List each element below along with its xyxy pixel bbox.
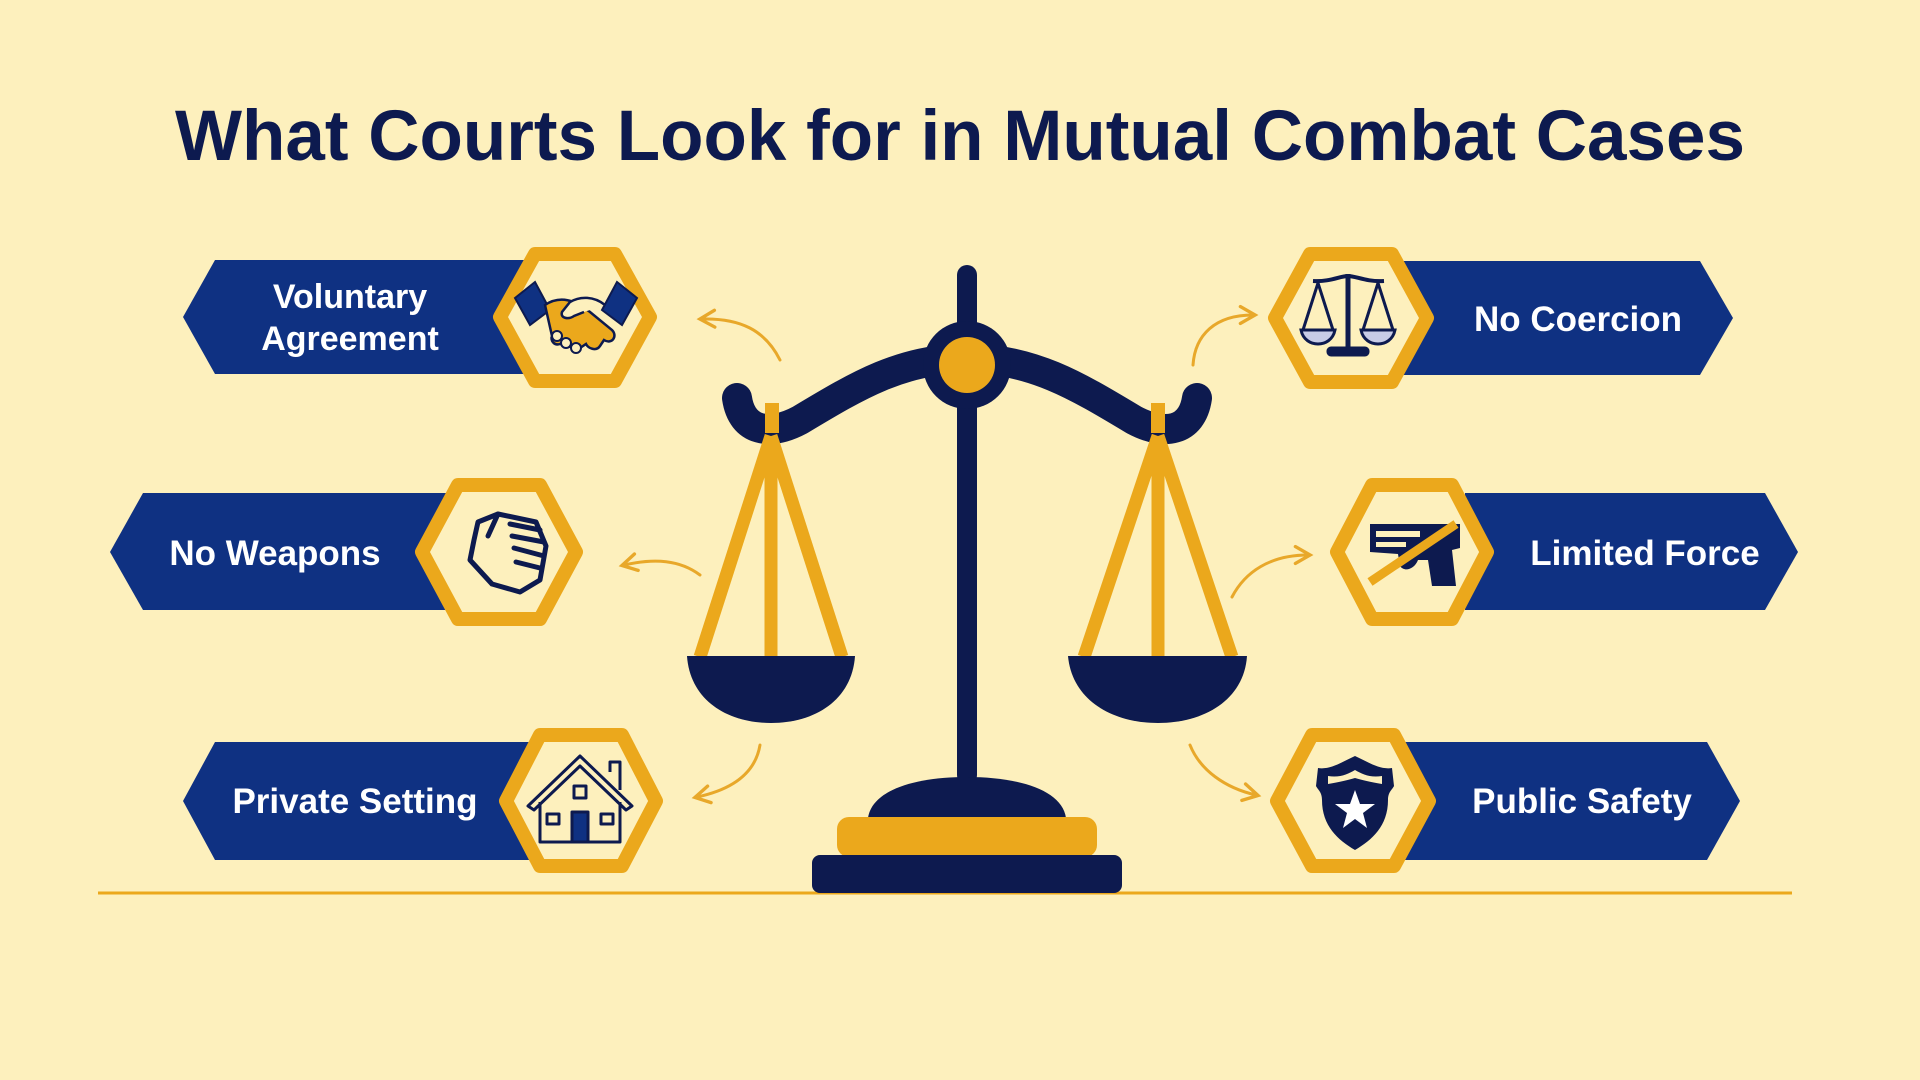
banner [183,742,545,860]
scale-base [812,777,1122,893]
scales-icon [1299,273,1397,357]
police-badge-icon [1316,756,1394,850]
crossed-out-gun-icon [1367,520,1460,586]
factor-private-setting: Private Setting [183,728,663,873]
banner [1400,261,1733,375]
hexagon-frame [1268,247,1434,389]
banner [1405,742,1740,860]
arrow-to-voluntary-agreement [696,308,782,362]
banner [1465,493,1798,610]
factor-label-line1: Voluntary [273,278,427,316]
factor-label: No Weapons [169,534,380,573]
left-pan [687,403,855,723]
arrow-to-private-setting [691,743,762,805]
factor-voluntary-agreement: Voluntary Agreement [183,247,657,388]
hexagon-frame [499,728,663,873]
factor-label: Limited Force [1530,534,1759,573]
factor-limited-force: Limited Force [1330,478,1798,626]
hand-icon [467,511,549,595]
hexagon-frame [415,478,583,626]
banner [183,260,540,374]
factor-label: Public Safety [1472,782,1692,821]
factor-label-line2: Agreement [261,320,439,358]
scale-hub-center [939,337,995,393]
house-icon [526,754,634,844]
banner [110,493,460,610]
factor-label: No Coercion [1474,300,1682,339]
arrow-to-public-safety [1188,743,1262,803]
factor-no-coercion: No Coercion [1268,247,1733,389]
factor-public-safety: Public Safety [1270,728,1740,873]
page-title: What Courts Look for in Mutual Combat Ca… [175,97,1745,176]
right-pan [1068,403,1247,723]
connector-arrows [618,304,1314,805]
factor-no-weapons: No Weapons [110,478,583,626]
arrow-to-no-coercion [1191,304,1259,367]
factor-label: Private Setting [232,782,477,821]
scales-of-justice-graphic [687,265,1247,893]
arrow-to-limited-force [1230,544,1314,599]
arrow-to-no-weapons [618,552,702,577]
handshake-icon [513,280,639,354]
